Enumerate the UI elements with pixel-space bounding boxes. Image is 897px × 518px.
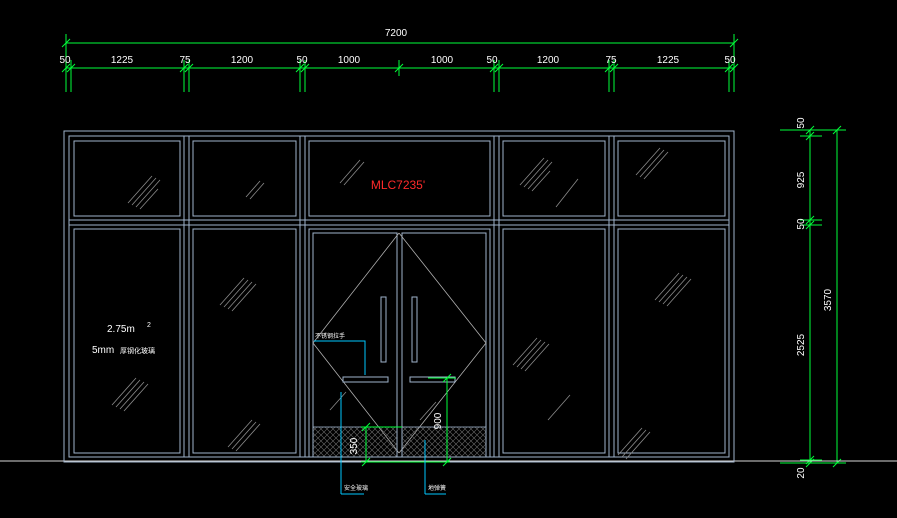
dim-seg-1: 50 (59, 55, 71, 66)
push-bar-left (342, 376, 389, 383)
transom-panel-1 (73, 140, 181, 217)
handle-right (411, 296, 418, 363)
glass-area-sup: 2 (147, 322, 151, 329)
dim-handle-height: 900 (433, 412, 444, 429)
dim-seg-2: 1225 (111, 55, 134, 66)
annotation-floor-spring: 地弹簧 (428, 484, 446, 492)
dim-seg-11: 1225 (657, 55, 680, 66)
transom-panel-3 (308, 140, 491, 217)
dim-overall-height: 3570 (823, 288, 834, 311)
annotation-labels: 不锈钢拉手 安全玻璃 地弹簧 (315, 332, 446, 492)
fixed-panel-4 (617, 228, 726, 454)
door-handles (342, 296, 456, 383)
dim-seg-9: 1200 (537, 55, 560, 66)
dim-seg-3: 75 (179, 55, 191, 66)
dim-seg-8: 50 (486, 55, 498, 66)
lower-panels (73, 228, 726, 454)
top-dimension-chain (61, 34, 739, 92)
door-swing-lines (312, 232, 487, 454)
dim-height-seg-4: 2525 (796, 333, 807, 356)
dim-seg-12: 50 (724, 55, 736, 66)
dim-overall-width: 7200 (385, 28, 408, 39)
dim-seg-7: 1000 (431, 55, 454, 66)
right-dimension-labels: 50 925 50 2525 20 3570 (796, 117, 834, 479)
fixed-panel-3 (502, 228, 606, 454)
dim-height-seg-2: 925 (796, 171, 807, 188)
transom-panel-5 (617, 140, 726, 217)
double-door (308, 228, 491, 458)
door-type-label: MLC7235' (371, 178, 425, 192)
dim-kick-height: 350 (349, 437, 360, 454)
dim-seg-5: 50 (296, 55, 308, 66)
dim-height-seg-5: 20 (796, 467, 807, 479)
dim-height-seg-3: 50 (796, 218, 807, 230)
top-dimension-labels: 7200 50 1225 75 1200 50 1000 1000 50 120… (59, 28, 736, 66)
annotation-leaders (314, 340, 446, 495)
door-dimension-labels: 350 900 (349, 412, 444, 454)
annotation-handle: 不锈钢拉手 (315, 332, 345, 340)
glass-material: 厚钢化玻璃 (120, 346, 155, 355)
dim-height-seg-1: 50 (796, 117, 807, 129)
kick-plate-left (312, 426, 398, 458)
annotation-safety-glass: 安全玻璃 (344, 484, 368, 492)
dim-seg-6: 1000 (338, 55, 361, 66)
glass-note: 2.75m 2 5mm 厚钢化玻璃 (92, 322, 155, 356)
transom-panel-2 (192, 140, 297, 217)
push-bar-right (409, 376, 456, 383)
transom-panels (73, 140, 726, 217)
transom-panel-4 (502, 140, 606, 217)
kick-plates (312, 426, 487, 458)
glass-reflections (111, 147, 692, 460)
glass-area: 2.75m (107, 324, 135, 335)
fixed-panel-2 (192, 228, 297, 454)
door-dimension-lines (361, 373, 456, 467)
kick-plate-right (401, 426, 487, 458)
handle-left (380, 296, 387, 363)
fixed-panel-1 (73, 228, 181, 454)
dim-seg-4: 1200 (231, 55, 254, 66)
right-dimension-chain (780, 125, 846, 468)
dim-seg-10: 75 (605, 55, 617, 66)
glass-thickness: 5mm (92, 345, 114, 356)
